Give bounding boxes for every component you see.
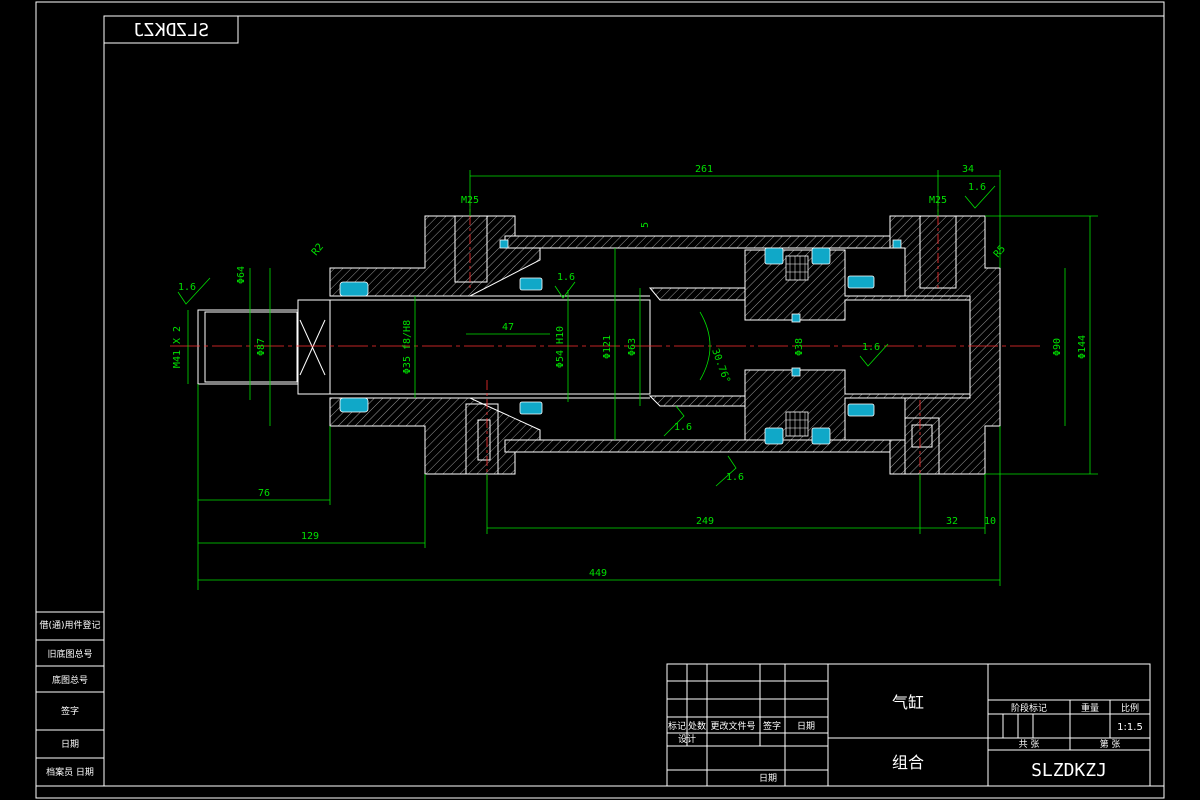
dim-76: 76 [258, 488, 270, 499]
title-block: 标记 处数 更改文件号 签字 日期 设计 日期 气缸 组合 阶段标记 重量 比例… [666, 663, 1151, 787]
scale-label: 比例 [1121, 702, 1139, 714]
stage-mark-label: 阶段标记 [1011, 702, 1047, 714]
tb-row-label-2: 更改文件号 [710, 720, 755, 732]
rod-hex [297, 299, 331, 395]
dim-261: 261 [695, 164, 713, 175]
ra-a: 1.6 [557, 272, 575, 283]
side-row-2: 底图总号 [52, 674, 88, 686]
inner-frame [103, 15, 1165, 787]
dim-129: 129 [301, 531, 319, 542]
sheet-no: 第 张 [1100, 738, 1121, 750]
dim-phi63: Φ63 [627, 338, 638, 356]
dim-phi64: Φ64 [236, 266, 247, 284]
side-row-0: 借(通)用件登记 [39, 619, 100, 631]
dim-r5: R5 [992, 244, 1008, 260]
drawing-code: SLZDKZJ [1031, 760, 1107, 781]
ra-c: 1.6 [862, 342, 880, 353]
front-cover-bottom [329, 397, 541, 475]
side-block: 借(通)用件登记 旧底图总号 底图总号 签字 日期 档案员 日期 [35, 611, 105, 787]
ra-e: 1.6 [726, 472, 744, 483]
dim-10: 10 [984, 516, 996, 527]
dim-34: 34 [962, 164, 974, 175]
scale-value: 1:1.5 [1117, 722, 1143, 733]
dim-phi121: Φ121 [602, 335, 613, 359]
tb-date-label: 日期 [759, 773, 777, 784]
dim-m25-left: M25 [461, 195, 479, 206]
tb-row-label-4: 日期 [797, 721, 815, 732]
dim-249: 249 [696, 516, 714, 527]
mirrored-code: SLZDKZJ [133, 20, 209, 41]
dim-angle: 30.76° [709, 347, 732, 385]
side-row-1: 旧底图总号 [47, 648, 92, 660]
side-row-4: 日期 [61, 739, 79, 750]
barrel-top [504, 235, 906, 249]
dim-phi38: Φ38 [794, 338, 805, 356]
side-row-5: 档案员 日期 [46, 766, 94, 778]
dim-47: 47 [502, 322, 514, 333]
dim-phi54: Φ54 H10 [555, 326, 566, 368]
tb-design-label: 设计 [678, 733, 696, 745]
piston-rod [329, 299, 651, 395]
dim-32: 32 [946, 516, 958, 527]
ra-top: 1.6 [968, 182, 986, 193]
dim-phi87: Φ87 [256, 338, 267, 356]
ra-b: 1.6 [178, 282, 196, 293]
tb-row-label-1: 处数 [688, 720, 706, 732]
rod-thread [197, 309, 299, 385]
barrel-bottom [504, 439, 906, 453]
rod-seal-top [339, 281, 369, 297]
dim-449: 449 [589, 568, 607, 579]
sheets-total: 共 张 [1019, 739, 1040, 750]
dim-5: 5 [640, 222, 651, 228]
ra-d: 1.6 [674, 422, 692, 433]
tb-row-label-3: 签字 [763, 720, 781, 732]
dim-m41: M41 X 2 [172, 326, 183, 368]
tb-row-label-0: 标记 [668, 720, 686, 732]
dim-m25-right: M25 [929, 195, 947, 206]
rear-cover [889, 215, 1001, 475]
side-row-3: 签字 [61, 705, 79, 717]
dim-phi90: Φ90 [1052, 338, 1063, 356]
cylinder-section [170, 196, 1040, 480]
dim-r2: R2 [310, 242, 326, 258]
dim-phi144: Φ144 [1077, 335, 1088, 359]
rod-seal-bottom [339, 397, 369, 413]
dimensions: 261 34 M25 M25 1.6 1.6 1.6 1.6 1.6 1.6 5… [172, 164, 1098, 590]
dim-phi35: Φ35 f8/H8 [402, 320, 413, 374]
part-name: 气缸 [892, 693, 924, 712]
mirrored-code-box [103, 15, 239, 44]
weight-label: 重量 [1081, 702, 1099, 714]
sub-name: 组合 [892, 753, 924, 772]
